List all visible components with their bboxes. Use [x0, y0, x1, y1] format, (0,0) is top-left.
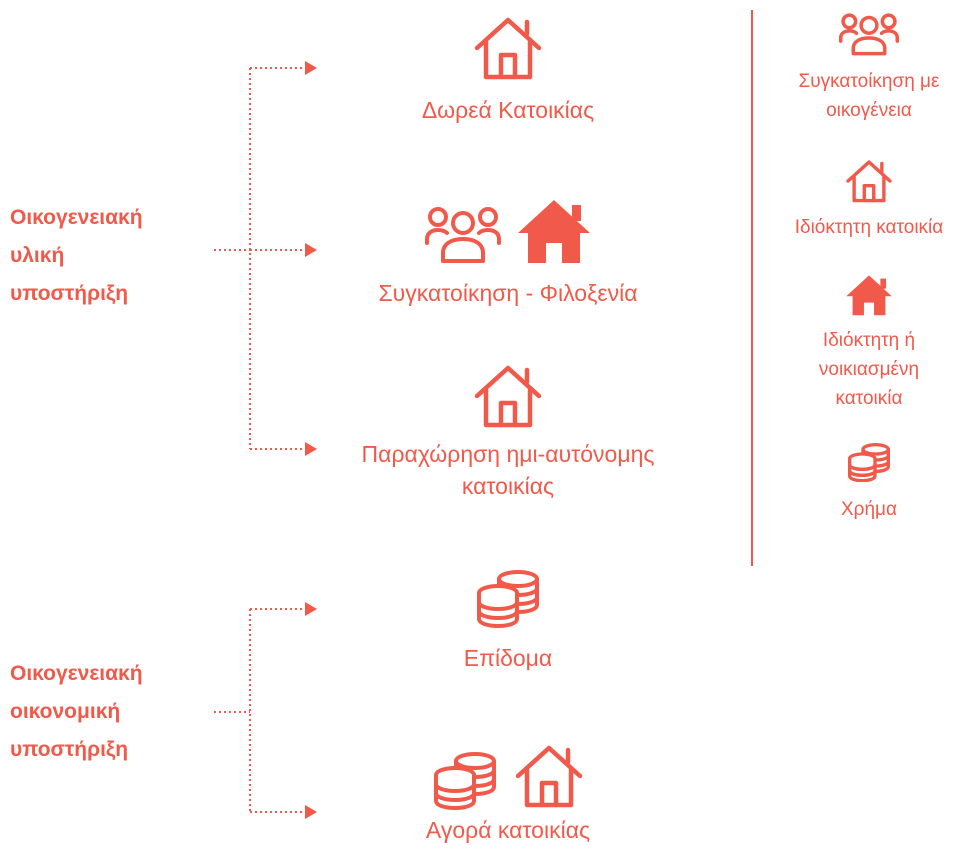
arrowhead-2b — [305, 805, 317, 819]
arrowhead-1a — [305, 61, 317, 75]
node-label: Συγκατοίκηση - Φιλοξενία — [378, 280, 638, 306]
legend-label: Ιδιόκτητη κατοικία — [794, 217, 944, 238]
house-solid-icon — [845, 273, 893, 317]
legend-item-cohabitation: Συγκατοίκηση με οικογένεια — [764, 12, 974, 125]
legend-label: Χρήμα — [841, 499, 897, 520]
house-outline-icon — [472, 14, 544, 82]
arrowhead-1c — [305, 442, 317, 456]
house-outline-icon — [844, 158, 894, 204]
node-semi-autonomous-housing: Παραχώρηση ημι-αυτόνομης κατοικίας — [318, 362, 698, 502]
house-outline-icon — [513, 742, 585, 810]
node-label: Δωρεά Κατοικίας — [421, 97, 595, 123]
house-solid-icon — [516, 197, 592, 265]
arrowhead-2a — [305, 602, 317, 616]
coins-stack-icon — [474, 568, 542, 628]
node-label: Παραχώρηση ημι-αυτόνομης κατοικίας — [361, 441, 655, 499]
coins-stack-icon — [846, 442, 892, 482]
node-housing-donation: Δωρεά Κατοικίας — [318, 14, 698, 126]
coins-stack-icon — [431, 750, 499, 810]
legend-item-money: Χρήμα — [764, 442, 974, 524]
node-label: Αγορά κατοικίας — [425, 817, 591, 843]
legend-item-owned-house: Ιδιόκτητη κατοικία — [764, 158, 974, 242]
arrowhead-1b — [305, 243, 317, 257]
people-group-icon — [424, 203, 502, 265]
node-allowance: Επίδομα — [318, 568, 698, 674]
group-label-financial-support: Οικογενειακή οικονομική υποστήριξη — [10, 662, 143, 761]
node-label: Επίδομα — [463, 645, 553, 671]
group-label-material-support: Οικογενειακή υλική υποστήριξη — [10, 206, 143, 305]
node-house-purchase: Αγορά κατοικίας — [318, 742, 698, 846]
node-cohabitation-hosting: Συγκατοίκηση - Φιλοξενία — [318, 197, 698, 309]
legend-label: Συγκατοίκηση με οικογένεια — [798, 71, 940, 121]
people-group-icon — [838, 12, 900, 56]
legend-item-owned-or-rented-house: Ιδιόκτητη ή νοικιασμένη κατοικία — [764, 273, 974, 413]
legend-label: Ιδιόκτητη ή νοικιασμένη κατοικία — [818, 330, 920, 409]
house-outline-icon — [472, 362, 544, 430]
legend-divider — [751, 10, 753, 566]
